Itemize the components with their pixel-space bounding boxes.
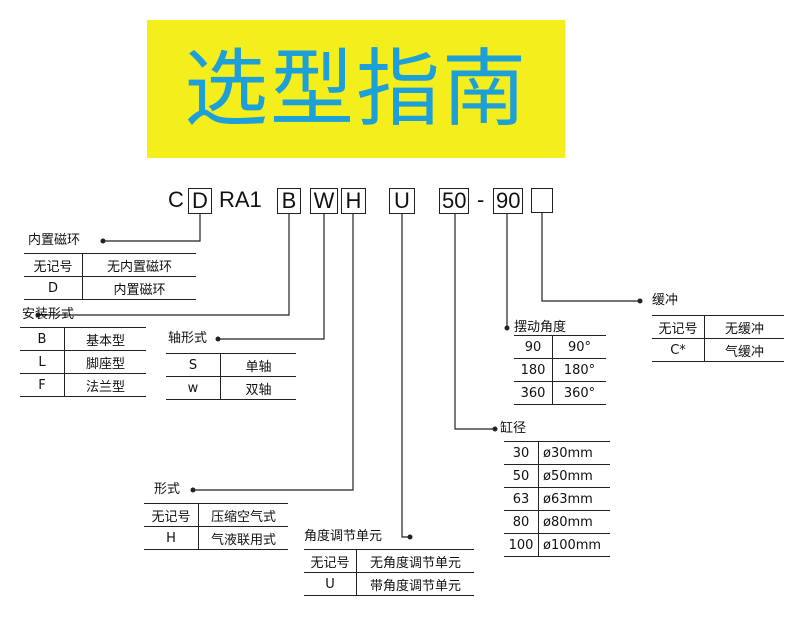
table-row: 无记号 无角度调节单元 xyxy=(304,549,474,573)
code-90-box: 90 xyxy=(493,188,523,214)
table-row: 50 ø50mm xyxy=(504,464,610,488)
cushion-table: 无记号 无缓冲 C* 气缓冲 xyxy=(652,315,784,362)
table-row: D 内置磁环 xyxy=(24,276,196,300)
cushion-label: 缓冲 xyxy=(652,293,679,308)
table-row: C* 气缓冲 xyxy=(652,338,784,362)
shaft-label: 轴形式 xyxy=(168,331,208,346)
table-row: 无记号 压缩空气式 xyxy=(144,503,288,527)
table-row: H 气液联用式 xyxy=(144,526,288,550)
bore-table: 30 ø30mm 50 ø50mm 63 ø63mm 80 ø80mm 100 … xyxy=(504,441,610,557)
table-row: 30 ø30mm xyxy=(504,441,610,465)
table-row: w 双轴 xyxy=(166,376,296,400)
table-row: 90 90° xyxy=(514,335,606,359)
adjust-table: 无记号 无角度调节单元 U 带角度调节单元 xyxy=(304,549,474,596)
mount-table: B 基本型 L 脚座型 F 法兰型 xyxy=(20,327,146,397)
title-banner: 选型指南 xyxy=(147,20,565,158)
code-empty-box xyxy=(531,188,553,213)
banner-title: 选型指南 xyxy=(183,40,528,138)
bore-label: 缸径 xyxy=(500,421,527,436)
table-row: L 脚座型 xyxy=(20,350,146,374)
mount-label: 安装形式 xyxy=(22,307,75,322)
code-separator: - xyxy=(477,187,485,212)
table-row: S 单轴 xyxy=(166,353,296,377)
magnet-table: 无记号 无内置磁环 D 内置磁环 xyxy=(24,253,196,300)
table-row: 180 180° xyxy=(514,358,606,382)
table-row: 无记号 无内置磁环 xyxy=(24,253,196,277)
magnet-label: 内置磁环 xyxy=(28,233,81,248)
table-row: 100 ø100mm xyxy=(504,533,610,557)
code-50-box: 50 xyxy=(439,188,469,214)
table-row: 80 ø80mm xyxy=(504,510,610,534)
swing-label: 摆动角度 xyxy=(514,320,567,335)
table-row: U 带角度调节单元 xyxy=(304,572,474,596)
swing-table: 90 90° 180 180° 360 360° xyxy=(514,335,606,405)
form-table: 无记号 压缩空气式 H 气液联用式 xyxy=(144,503,288,550)
code-c: C xyxy=(168,187,184,212)
table-row: 无记号 无缓冲 xyxy=(652,315,784,339)
table-row: 63 ø63mm xyxy=(504,487,610,511)
shaft-table: S 单轴 w 双轴 xyxy=(166,353,296,400)
table-row: B 基本型 xyxy=(20,327,146,351)
table-row: 360 360° xyxy=(514,381,606,405)
adjust-label: 角度调节单元 xyxy=(304,529,383,544)
table-row: F 法兰型 xyxy=(20,373,146,397)
form-label: 形式 xyxy=(154,482,181,497)
code-ra1: RA1 xyxy=(219,187,262,212)
